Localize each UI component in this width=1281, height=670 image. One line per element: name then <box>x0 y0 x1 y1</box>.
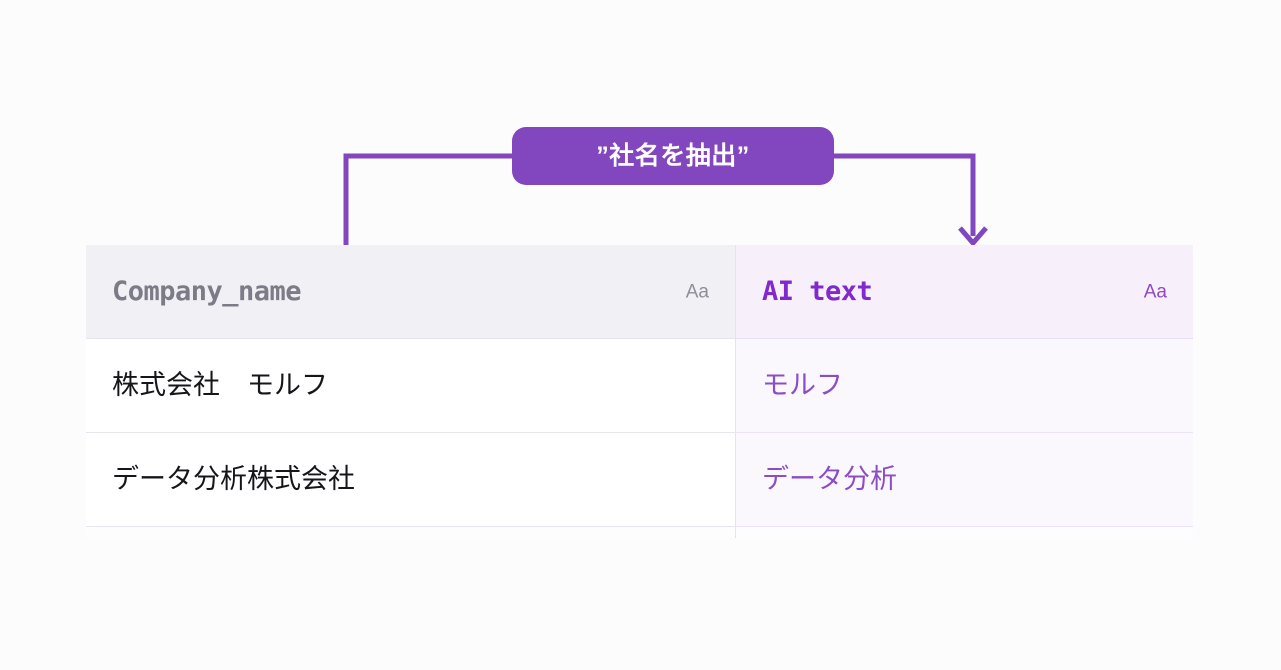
table-row-partial <box>86 527 1193 538</box>
column-header-company-name[interactable]: Company_name Aa <box>86 245 735 339</box>
table-cell-company-name[interactable] <box>86 527 735 538</box>
table-row: データ分析株式会社 データ分析 <box>86 433 1193 527</box>
cell-value: データ分析 <box>762 464 897 495</box>
cell-value: データ分析株式会社 <box>112 464 355 495</box>
table-cell-ai-text[interactable]: モルフ <box>735 339 1193 433</box>
data-table: Company_name Aa AI text Aa 株式会社 モルフ モルフ … <box>86 245 1193 538</box>
table-cell-company-name[interactable]: データ分析株式会社 <box>86 433 735 527</box>
target-column-connector <box>834 153 976 236</box>
table-cell-company-name[interactable]: 株式会社 モルフ <box>86 339 735 433</box>
column-header-label: Company_name <box>112 276 302 307</box>
prompt-badge-label: ”社名を抽出” <box>596 141 750 170</box>
text-type-icon: Aa <box>685 281 709 302</box>
cell-value: モルフ <box>762 370 843 401</box>
table-header-row: Company_name Aa AI text Aa <box>86 245 1193 339</box>
target-column-arrowhead <box>958 226 988 247</box>
table-cell-ai-text[interactable]: データ分析 <box>735 433 1193 527</box>
prompt-badge[interactable]: ”社名を抽出” <box>512 127 834 185</box>
cell-value: 株式会社 モルフ <box>112 370 328 401</box>
column-header-label: AI text <box>762 276 873 307</box>
table-cell-ai-text[interactable] <box>735 527 1193 538</box>
column-header-ai-text[interactable]: AI text Aa <box>735 245 1193 339</box>
text-type-icon: Aa <box>1143 281 1167 302</box>
table-row: 株式会社 モルフ モルフ <box>86 339 1193 433</box>
source-column-connector <box>343 153 512 246</box>
